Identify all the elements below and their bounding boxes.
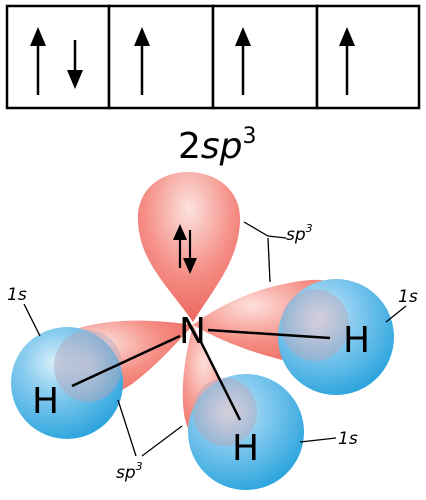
hydrogen-atom-label-bottom: H bbox=[232, 428, 259, 469]
orbital-box-2 bbox=[107, 4, 215, 110]
1s-callout-right: 1s bbox=[385, 287, 418, 323]
hydrogen-atom-label-right: H bbox=[343, 320, 370, 361]
bond-n-h-bottom bbox=[198, 339, 242, 421]
sp3-label-bottom-sup: 3 bbox=[136, 460, 143, 473]
1s-label-bottom: 1s bbox=[338, 429, 358, 449]
sp3-label-top-text: sp bbox=[286, 225, 306, 245]
spin-up-arrow-icon bbox=[30, 27, 46, 95]
orbital-box-3 bbox=[211, 4, 319, 110]
orbital-overlap-bottom bbox=[193, 378, 257, 446]
ammonia-molecule: N H H H sp3 sp3 1s 1s bbox=[7, 172, 418, 490]
bond-n-h-right bbox=[207, 328, 331, 340]
svg-text:sp3: sp3 bbox=[286, 222, 313, 245]
orbital-label-orbital: sp bbox=[201, 126, 243, 167]
spin-up-arrow-icon bbox=[339, 27, 355, 95]
lone-pair-down-arrow-icon bbox=[183, 230, 197, 274]
svg-text:sp3: sp3 bbox=[116, 460, 143, 483]
orbital-label-superscript: 3 bbox=[243, 124, 257, 149]
orbital-overlap-left bbox=[54, 330, 122, 402]
bond-n-h-left bbox=[71, 334, 181, 388]
orbital-label-prefix: 2 bbox=[178, 126, 201, 167]
1s-callout-left: 1s bbox=[7, 285, 41, 337]
spin-down-arrow-icon bbox=[67, 40, 83, 89]
spin-up-arrow-icon bbox=[134, 27, 150, 95]
orbital-box-1 bbox=[5, 4, 111, 110]
sp3-callout-bottom: sp3 bbox=[116, 399, 183, 483]
sp3-label-top-sup: 3 bbox=[306, 222, 313, 235]
orbital-box-diagram bbox=[5, 4, 421, 110]
nitrogen-atom-label: N bbox=[179, 311, 206, 352]
sp3-label-bottom-text: sp bbox=[116, 463, 136, 483]
sp3-callout-top: sp3 bbox=[243, 221, 313, 283]
spin-up-arrow-icon bbox=[235, 27, 251, 95]
orbital-label: 2sp3 bbox=[178, 124, 257, 167]
orbital-overlap-right bbox=[281, 289, 349, 361]
1s-label-left: 1s bbox=[7, 285, 27, 305]
orbital-box-4 bbox=[315, 4, 421, 110]
1s-callout-bottom: 1s bbox=[299, 429, 358, 449]
lone-pair-up-arrow-icon bbox=[173, 224, 187, 268]
hydrogen-atom-label-left: H bbox=[32, 381, 59, 422]
1s-label-right: 1s bbox=[398, 287, 418, 307]
